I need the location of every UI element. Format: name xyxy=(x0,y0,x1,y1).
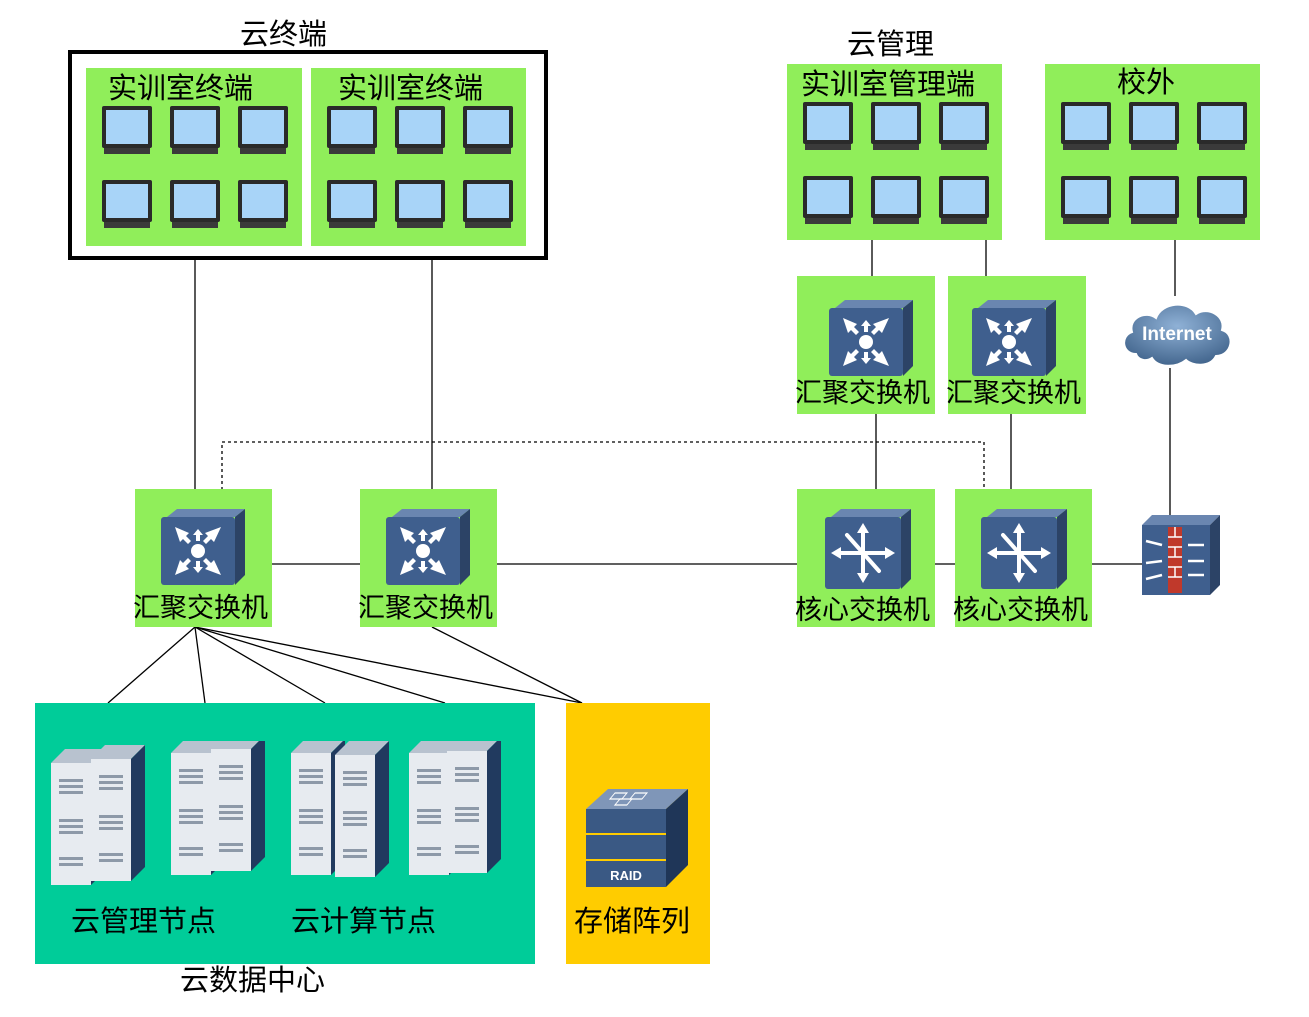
mgmt-agg-switch-left-label: 汇聚交换机 xyxy=(795,378,930,409)
cloud-datacenter-area: 云管理节点 云计算节点 xyxy=(35,703,535,964)
monitor-icon xyxy=(102,180,152,228)
monitor-icon xyxy=(1061,176,1111,224)
core-switch-right: 核心交换机 xyxy=(953,489,1092,627)
storage-array-label: 存储阵列 xyxy=(574,904,691,938)
monitor-icon xyxy=(170,180,220,228)
storage-array-area: RAID 存储阵列 xyxy=(566,703,710,964)
monitor-icon xyxy=(395,180,445,228)
agg-switch-mid-label: 汇聚交换机 xyxy=(358,593,493,624)
mgmt-agg-switch-right: 汇聚交换机 xyxy=(946,276,1086,414)
aggregation-switch-icon xyxy=(386,509,470,585)
monitor-icon xyxy=(803,176,853,224)
core-switch-right-label: 核心交换机 xyxy=(953,595,1088,626)
monitor-icon xyxy=(1061,102,1111,150)
offsite-group: 校外 xyxy=(1045,64,1260,240)
agg-switch-left: 汇聚交换机 xyxy=(133,489,272,627)
dashed-link xyxy=(221,441,985,490)
monitor-icon xyxy=(238,180,288,228)
offsite-group-label: 校外 xyxy=(1117,65,1176,99)
monitor-icon xyxy=(871,176,921,224)
monitor-icon xyxy=(463,180,513,228)
cloud-terminal-title: 云终端 xyxy=(240,17,328,51)
terminal-group-2-label: 实训室终端 xyxy=(338,71,484,105)
monitor-icon xyxy=(327,180,377,228)
internet-label: Internet xyxy=(1142,324,1212,345)
server-icon xyxy=(171,741,265,875)
monitor-icon xyxy=(102,106,152,154)
terminal-group-2: 实训室终端 xyxy=(311,68,526,246)
terminal-group-1: 实训室终端 xyxy=(86,68,302,246)
server-icon xyxy=(291,741,389,877)
monitor-icon xyxy=(170,106,220,154)
monitor-icon xyxy=(327,106,377,154)
server-icon xyxy=(409,741,501,875)
aggregation-switch-icon xyxy=(829,300,913,376)
monitor-icon xyxy=(939,102,989,150)
aggregation-switch-icon xyxy=(972,300,1056,376)
server-icon xyxy=(51,745,145,885)
aggregation-switch-icon xyxy=(161,509,245,585)
monitor-icon xyxy=(1129,176,1179,224)
cloud-compute-nodes-label: 云计算节点 xyxy=(291,904,437,938)
terminal-group-1-label: 实训室终端 xyxy=(108,71,254,105)
internet-cloud-icon: Internet xyxy=(1123,303,1232,367)
core-switch-icon xyxy=(825,509,911,589)
monitor-icon xyxy=(871,102,921,150)
monitor-icon xyxy=(803,102,853,150)
mgmt-agg-switch-left: 汇聚交换机 xyxy=(795,276,935,414)
server-racks xyxy=(51,741,501,885)
agg-switch-mid: 汇聚交换机 xyxy=(358,489,497,627)
monitor-icon xyxy=(939,176,989,224)
mgmt-agg-switch-right-label: 汇聚交换机 xyxy=(946,378,1081,409)
core-switch-icon xyxy=(981,509,1067,589)
cloud-management-title: 云管理 xyxy=(847,27,935,61)
monitor-icon xyxy=(1197,102,1247,150)
core-switch-left-label: 核心交换机 xyxy=(795,595,930,626)
raid-label: RAID xyxy=(610,868,642,883)
firewall-icon xyxy=(1142,515,1220,595)
monitor-icon xyxy=(395,106,445,154)
management-terminal-group: 实训室管理端 xyxy=(787,64,1002,240)
raid-storage-icon: RAID xyxy=(586,789,688,887)
cloud-datacenter-title: 云数据中心 xyxy=(180,963,326,997)
monitor-icon xyxy=(238,106,288,154)
management-terminal-group-label: 实训室管理端 xyxy=(801,67,976,101)
monitor-icon xyxy=(463,106,513,154)
core-switch-left: 核心交换机 xyxy=(795,489,935,627)
monitor-icon xyxy=(1129,102,1179,150)
cloud-mgmt-nodes-label: 云管理节点 xyxy=(71,904,217,938)
monitor-icon xyxy=(1197,176,1247,224)
agg-switch-left-label: 汇聚交换机 xyxy=(133,593,268,624)
